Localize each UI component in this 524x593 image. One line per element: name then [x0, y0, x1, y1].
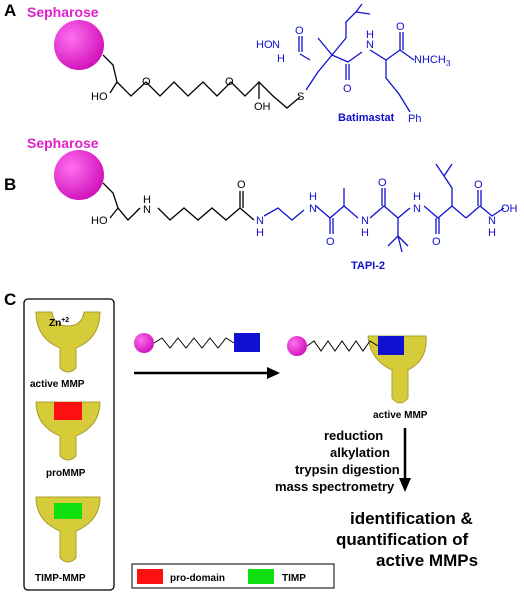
- atom-ph-a: Ph: [408, 113, 421, 125]
- panel-a-label: A: [4, 1, 16, 20]
- step-arrow-head: [399, 478, 411, 492]
- atom-o1-a: O: [295, 25, 304, 37]
- panel-c-label: C: [4, 290, 16, 309]
- mmp-forms-box: [23, 298, 115, 591]
- atom-o-c-b: O: [432, 236, 441, 248]
- legend-swatch-pro-domain: [137, 569, 163, 584]
- atom-h-amide2-b: H: [309, 191, 317, 203]
- probe-inhibitor: [234, 333, 260, 352]
- atom-o-b-b: O: [378, 177, 387, 189]
- bound-probe-bead: [287, 336, 307, 356]
- atom-n-amide2-b: N: [309, 203, 317, 215]
- label-active-mmp: active MMP: [30, 379, 85, 390]
- atom-nhch3-a: NHCH: [414, 54, 446, 66]
- atom-subscript-3: 3: [446, 59, 451, 68]
- sepharose-label-b: Sepharose: [27, 135, 99, 151]
- atom-n-oh-b: N: [488, 215, 496, 227]
- legend-box: [131, 563, 335, 589]
- step-ms: mass spectrometry: [275, 479, 395, 494]
- atom-o-amide1-b: O: [237, 179, 246, 191]
- sepharose-bead-a: [54, 20, 104, 70]
- atom-h-amide4-b: H: [413, 191, 421, 203]
- probe-bead: [134, 333, 154, 353]
- atom-o-d-b: O: [474, 179, 483, 191]
- atom-h-oh-b: H: [488, 227, 496, 239]
- atom-s-a: S: [297, 91, 304, 103]
- atom-o-a-b: O: [326, 236, 335, 248]
- sepharose-label-a: Sepharose: [27, 4, 99, 20]
- atom-n-amine-b: N: [143, 204, 151, 216]
- atom-n-amide1-b: N: [256, 215, 264, 227]
- atom-o3-a: O: [396, 21, 405, 33]
- atom-n-amide3-b: N: [361, 215, 369, 227]
- atom-ho-a: HO: [91, 91, 108, 103]
- batimastat-structure: [298, 3, 415, 113]
- atom-h1-a: H: [277, 53, 285, 65]
- compound-name-tapi2: TAPI-2: [351, 260, 385, 272]
- atom-n1-a: N: [272, 39, 280, 51]
- step-reduction: reduction: [324, 428, 383, 443]
- probe-linker: [153, 337, 235, 349]
- step-alkylation: alkylation: [330, 445, 390, 460]
- atom-ho-n: HO: [256, 39, 273, 51]
- timp-block: [54, 503, 82, 519]
- atom-h-amide1-b: H: [256, 227, 264, 239]
- linker-a: [102, 54, 301, 109]
- reaction-arrow-head: [267, 367, 280, 379]
- timp-mmp-shape: [35, 496, 101, 563]
- panel-b-label: B: [4, 175, 16, 194]
- step-trypsin: trypsin digestion: [295, 462, 400, 477]
- label-timp-mmp: TIMP-MMP: [35, 573, 86, 584]
- compound-name-batimastat: Batimastat: [338, 112, 395, 124]
- atom-h-amide3-b: H: [361, 227, 369, 239]
- legend-label-timp: TIMP: [282, 573, 306, 584]
- atom-o-a2: O: [225, 76, 234, 88]
- legend-label-pro-domain: pro-domain: [170, 573, 225, 584]
- zn-label: Zn+2: [49, 317, 69, 329]
- sepharose-bead-b: [54, 150, 104, 200]
- atom-o2-a: O: [343, 83, 352, 95]
- atom-h-amine-b: H: [143, 194, 151, 206]
- tapi2-structure: [263, 163, 505, 253]
- linker-b: [102, 182, 255, 221]
- atom-oh-b: OH: [501, 203, 518, 215]
- bound-probe-linker: [306, 340, 379, 352]
- atom-ho-b: HO: [91, 215, 108, 227]
- active-mmp-shape: [35, 311, 101, 373]
- atom-n2-a: N: [366, 39, 374, 51]
- atom-oh-a: OH: [254, 101, 271, 113]
- result-line-3: active MMPs: [376, 551, 478, 570]
- bound-inhibitor: [378, 336, 404, 355]
- result-line-1: identification &: [350, 509, 473, 528]
- result-line-2: quantification of: [336, 530, 469, 549]
- atom-o-a1: O: [142, 76, 151, 88]
- pro-domain-block: [54, 402, 82, 420]
- atom-n-amide4-b: N: [413, 203, 421, 215]
- atom-h2-a: H: [366, 29, 374, 41]
- label-pro-mmp: proMMP: [46, 468, 86, 479]
- label-bound-active-mmp: active MMP: [373, 410, 428, 421]
- pro-mmp-shape: [35, 401, 101, 461]
- legend-swatch-timp: [248, 569, 274, 584]
